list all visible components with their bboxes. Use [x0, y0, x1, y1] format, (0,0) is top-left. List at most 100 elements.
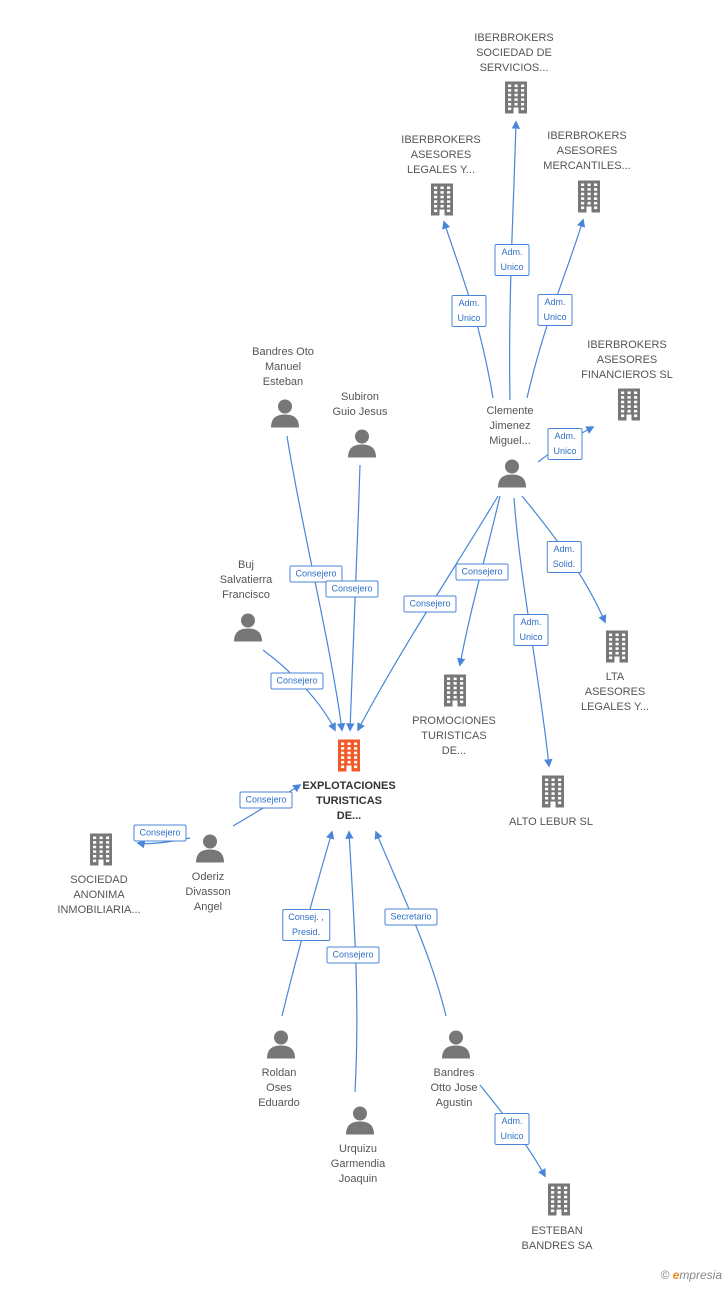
node-label-line: Bandres Oto	[252, 346, 314, 358]
edge-label[interactable]: Consejero	[270, 672, 324, 690]
node-label-line: Manuel	[264, 361, 302, 373]
building-icon[interactable]	[502, 80, 530, 119]
edge-label[interactable]: Consejero	[133, 824, 187, 842]
edge-label[interactable]: Secretario	[384, 908, 438, 926]
person-icon[interactable]	[270, 398, 300, 433]
edge-label-line: Solid.	[552, 559, 576, 569]
building-icon[interactable]	[545, 1182, 573, 1221]
edge-label[interactable]: Adm. Solid.	[546, 541, 582, 573]
node-label-line: Angel	[193, 901, 223, 913]
edge-label[interactable]: Consejero	[455, 563, 509, 581]
node-label-line: Urquizu	[339, 1143, 377, 1155]
person-icon[interactable]	[345, 1105, 375, 1140]
building-icon[interactable]	[441, 673, 469, 712]
node-label-line: INMOBILIARIA...	[57, 904, 141, 916]
node-label-line: Joaquin	[338, 1173, 378, 1185]
edge-buj-to-explotaciones	[262, 649, 336, 732]
node-label-line: Divasson	[185, 886, 231, 898]
edge-label[interactable]: Adm. Unico	[513, 614, 549, 646]
node-label-line: Esteban	[262, 376, 304, 388]
edge-label[interactable]: Adm.Unico	[537, 294, 573, 326]
edge-label-line: Unico	[519, 632, 543, 642]
edge-label-line: Secretario	[390, 911, 432, 922]
person-icon[interactable]	[441, 1029, 471, 1064]
node-label-line: Agustin	[435, 1097, 473, 1109]
node-label-line: Bandres	[433, 1067, 475, 1079]
node-label-line: SOCIEDAD	[70, 874, 128, 886]
building-icon[interactable]	[615, 387, 643, 426]
edge-label-line: Consejero	[409, 598, 451, 609]
node-label-line: Clemente	[486, 405, 534, 417]
node-label-line: ESTEBAN	[531, 1225, 583, 1237]
building-icon[interactable]	[575, 179, 603, 218]
edge-label-line: Adm.	[520, 617, 542, 627]
edge-label-line: Adm.	[501, 1116, 523, 1126]
building-icon[interactable]	[335, 738, 363, 777]
edge-label[interactable]: Consejero	[403, 595, 457, 613]
node-label-line: EXPLOTACIONES	[302, 780, 396, 792]
edge-label-line: Consejero	[461, 566, 503, 577]
edge-label[interactable]: Consejero	[325, 580, 379, 598]
person-icon[interactable]	[497, 458, 527, 493]
edge-label-line: Unico	[543, 312, 567, 322]
edge-label-line: Unico	[500, 1131, 524, 1141]
edge-clemente-to-explotaciones	[357, 495, 499, 732]
node-label-line: SOCIEDAD DE	[476, 47, 552, 59]
edge-label[interactable]: Consej. , Presid.	[282, 909, 330, 941]
node-label-sociedad-anonima[interactable]: SOCIEDAD ANONIMA INMOBILIARIA...	[57, 873, 140, 918]
edge-label-line: Presid.	[291, 927, 320, 937]
node-label-line: SERVICIOS...	[479, 62, 549, 74]
edge-label-line: Adm.	[553, 544, 575, 554]
edge-label[interactable]: Adm.Unico	[494, 244, 530, 276]
building-icon[interactable]	[539, 774, 567, 813]
edge-label[interactable]: Consejero	[326, 946, 380, 964]
node-label-line: Subiron	[341, 391, 379, 403]
edge-clemente-to-promociones	[457, 495, 501, 667]
node-label-line: DE...	[441, 745, 467, 757]
person-icon[interactable]	[266, 1029, 296, 1064]
edge-label[interactable]: Adm.Unico	[547, 428, 583, 460]
person-icon[interactable]	[347, 428, 377, 463]
node-label-line: IBERBROKERS	[587, 339, 667, 351]
person-icon[interactable]	[233, 612, 263, 647]
node-label-line: ASESORES	[410, 149, 472, 161]
edge-label[interactable]: Adm.Unico	[451, 295, 487, 327]
node-label-line: Miguel...	[489, 435, 531, 447]
node-label-line: Otto Jose	[430, 1082, 478, 1094]
edge-label[interactable]: Consejero	[239, 791, 293, 809]
edge-label-line: Adm.	[554, 431, 576, 441]
edge-label-line: Consejero	[139, 827, 181, 838]
node-label-line: Oses	[266, 1082, 292, 1094]
edge-label-line: Consejero	[276, 675, 318, 686]
node-label-alto-lebur[interactable]: ALTO LEBUR SL	[509, 815, 593, 830]
building-icon[interactable]	[428, 182, 456, 221]
node-label-line: DE...	[336, 810, 362, 822]
edge-label-line: Consej. ,	[288, 912, 324, 922]
edge-label-line: Unico	[457, 313, 481, 323]
edge-label[interactable]: Consejero	[289, 565, 343, 583]
edge-label[interactable]: Adm. Unico	[494, 1113, 530, 1145]
building-icon[interactable]	[87, 832, 115, 871]
edge-label-line: Consejero	[245, 794, 287, 805]
node-label-line: ANONIMA	[73, 889, 125, 901]
person-icon[interactable]	[195, 833, 225, 868]
node-label-line: Buj	[238, 559, 254, 571]
building-icon[interactable]	[603, 629, 631, 668]
